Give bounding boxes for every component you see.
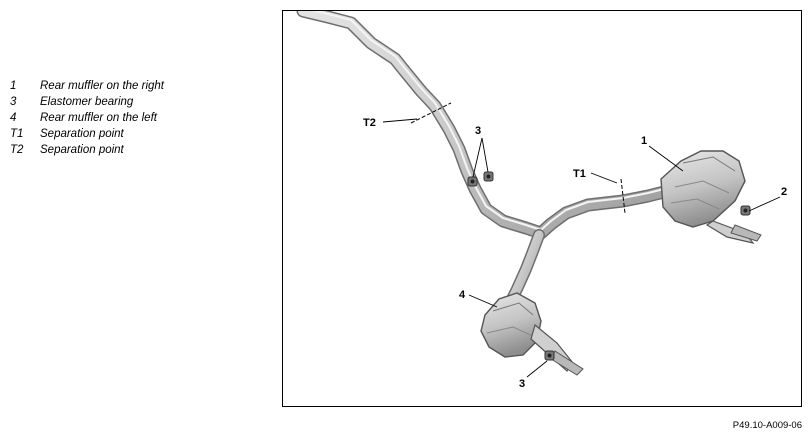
elastomer-bearing-upper-right	[483, 171, 494, 182]
leader-lines	[382, 118, 781, 378]
legend-text: Elastomer bearing	[40, 96, 134, 108]
callout-1: 1	[641, 135, 647, 147]
legend-item: T2 Separation point	[10, 142, 164, 158]
legend-text: Separation point	[40, 128, 124, 140]
figure-id: P49.10-A009-06	[732, 420, 802, 431]
left-branch-pipe	[505, 229, 545, 307]
legend-text: Rear muffler on the left	[40, 112, 157, 124]
exhaust-diagram: T2 3 T1 1 2 4 3	[296, 11, 787, 390]
legend-key: 1	[10, 80, 17, 92]
legend-text: Separation point	[40, 144, 124, 156]
legend-item: 3 Elastomer bearing	[10, 94, 164, 110]
right-rear-muffler	[660, 150, 762, 244]
left-rear-muffler	[480, 292, 584, 376]
legend-key: T1	[10, 128, 24, 140]
callout-3-upper: 3	[475, 125, 481, 137]
legend-item: 1 Rear muffler on the right	[10, 78, 164, 94]
callout-4: 4	[459, 289, 466, 301]
elastomer-bearing-right-muffler	[740, 205, 751, 216]
elastomer-bearing-upper-left	[467, 176, 478, 187]
callout-2: 2	[781, 186, 787, 198]
callout-t1: T1	[573, 168, 586, 180]
legend-item: T1 Separation point	[10, 126, 164, 142]
legend-item: 4 Rear muffler on the left	[10, 110, 164, 126]
separation-mark-t2	[410, 102, 452, 124]
legend-key: 4	[10, 112, 17, 124]
main-exhaust-pipe	[296, 11, 675, 240]
callout-3-lower: 3	[519, 378, 525, 390]
legend-key: 3	[10, 96, 17, 108]
legend: 1 Rear muffler on the right 3 Elastomer …	[10, 78, 164, 158]
callout-t2: T2	[363, 117, 376, 129]
elastomer-bearing-left-muffler	[544, 350, 555, 361]
exhaust-diagram-frame: T2 3 T1 1 2 4 3	[282, 10, 802, 407]
legend-text: Rear muffler on the right	[40, 80, 165, 92]
legend-key: T2	[10, 144, 24, 156]
